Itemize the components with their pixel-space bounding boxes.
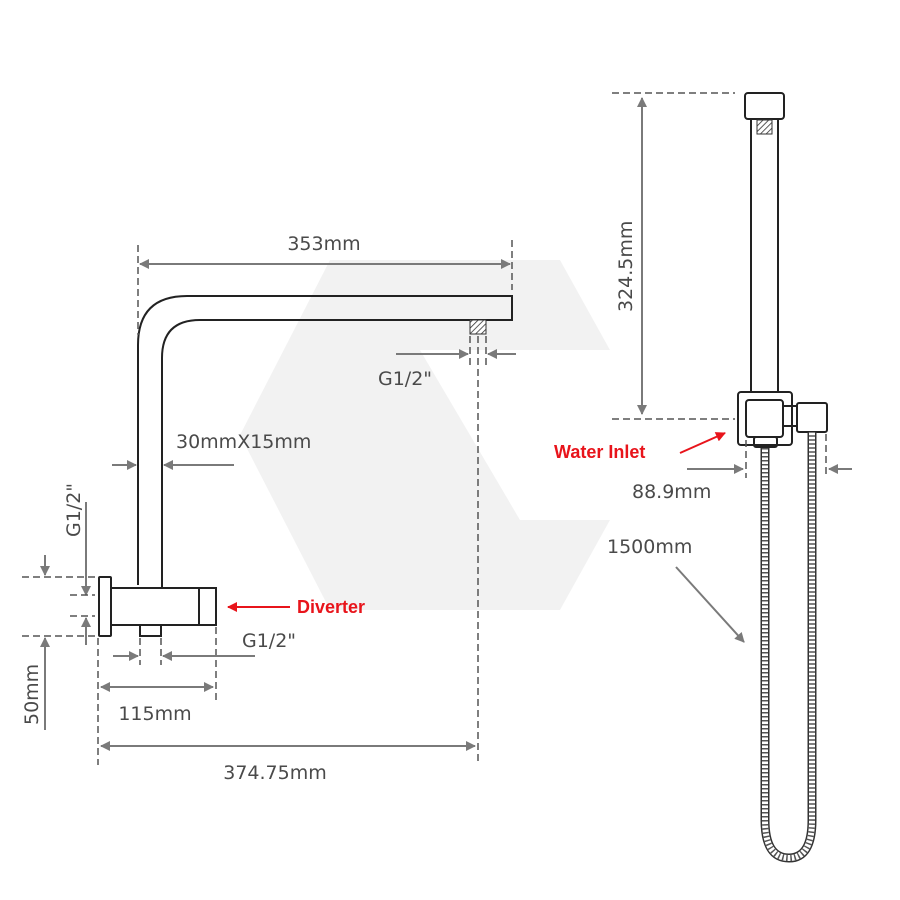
dim-outlet-thread: G1/2" (378, 368, 432, 390)
left-dimension-lines (22, 240, 516, 765)
dim-pipe-section: 30mmX15mm (176, 431, 311, 453)
right-dimension-lines (612, 92, 852, 643)
water-inlet-label: Water Inlet (554, 442, 645, 462)
dim-inlet-thread: G1/2" (63, 483, 85, 537)
dim-324: 324.5mm (615, 221, 637, 312)
dim-353: 353mm (287, 233, 360, 255)
dim-88: 88.9mm (632, 481, 711, 503)
right-dimension-labels: 324.5mm Water Inlet 88.9mm 1500mm (554, 221, 711, 558)
dim-bottom-thread: G1/2" (242, 630, 296, 652)
shower-arm (98, 295, 513, 637)
dim-374: 374.75mm (223, 762, 327, 784)
diverter-label: Diverter (297, 597, 365, 617)
dim-50: 50mm (21, 664, 43, 725)
dim-1500: 1500mm (607, 536, 692, 558)
left-dimension-labels: 353mm G1/2" 30mmX15mm G1/2" Diverter G1/… (21, 233, 432, 784)
dim-115: 115mm (118, 703, 191, 725)
rail-and-hose (737, 92, 828, 863)
watermark-logo (240, 260, 610, 610)
